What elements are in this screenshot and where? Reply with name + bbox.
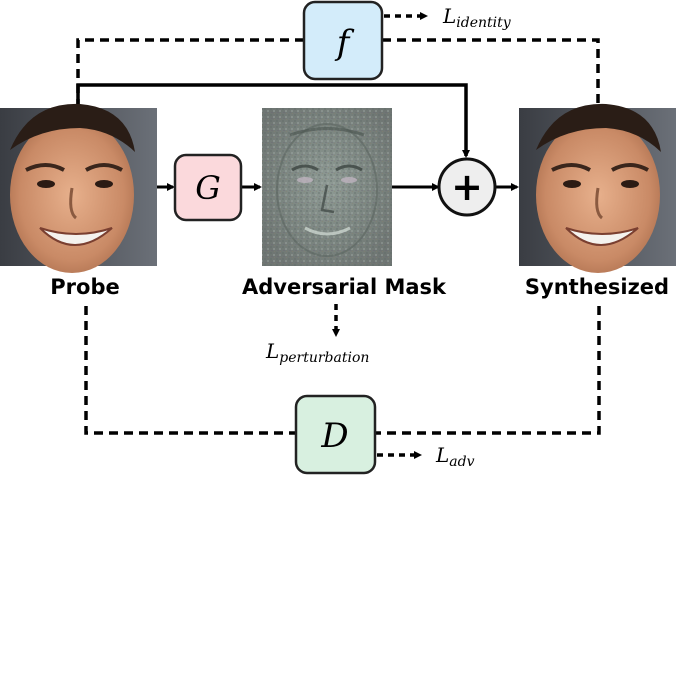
- identity-network-box: f: [302, 0, 384, 81]
- discriminator-box: D: [294, 394, 377, 475]
- synthesized-label: Synthesized: [525, 275, 669, 299]
- loss-adv: Ladv: [435, 443, 475, 470]
- adder-node: +: [437, 157, 497, 217]
- adversarial-mask-image: [262, 108, 392, 266]
- dashed-synth-to-d: [375, 306, 601, 435]
- adversarial-mask-label: Adversarial Mask: [242, 275, 447, 299]
- dashed-f-to-synth: [382, 38, 600, 108]
- loss-perturbation: Lperturbation: [265, 339, 369, 366]
- solid-probe-to-adder: [76, 83, 470, 158]
- discriminator-symbol: D: [320, 416, 348, 456]
- loss-identity: Lidentity: [442, 4, 512, 31]
- generator-symbol: G: [195, 169, 221, 207]
- dashed-probe-to-f: [76, 38, 304, 108]
- probe-face-photo: [0, 103, 157, 273]
- generator-box: G: [173, 153, 243, 222]
- adder-plus-icon: +: [451, 165, 483, 209]
- dashed-probe-to-d: [84, 306, 296, 435]
- probe-label: Probe: [50, 275, 119, 299]
- synthesized-face-photo: [519, 103, 676, 273]
